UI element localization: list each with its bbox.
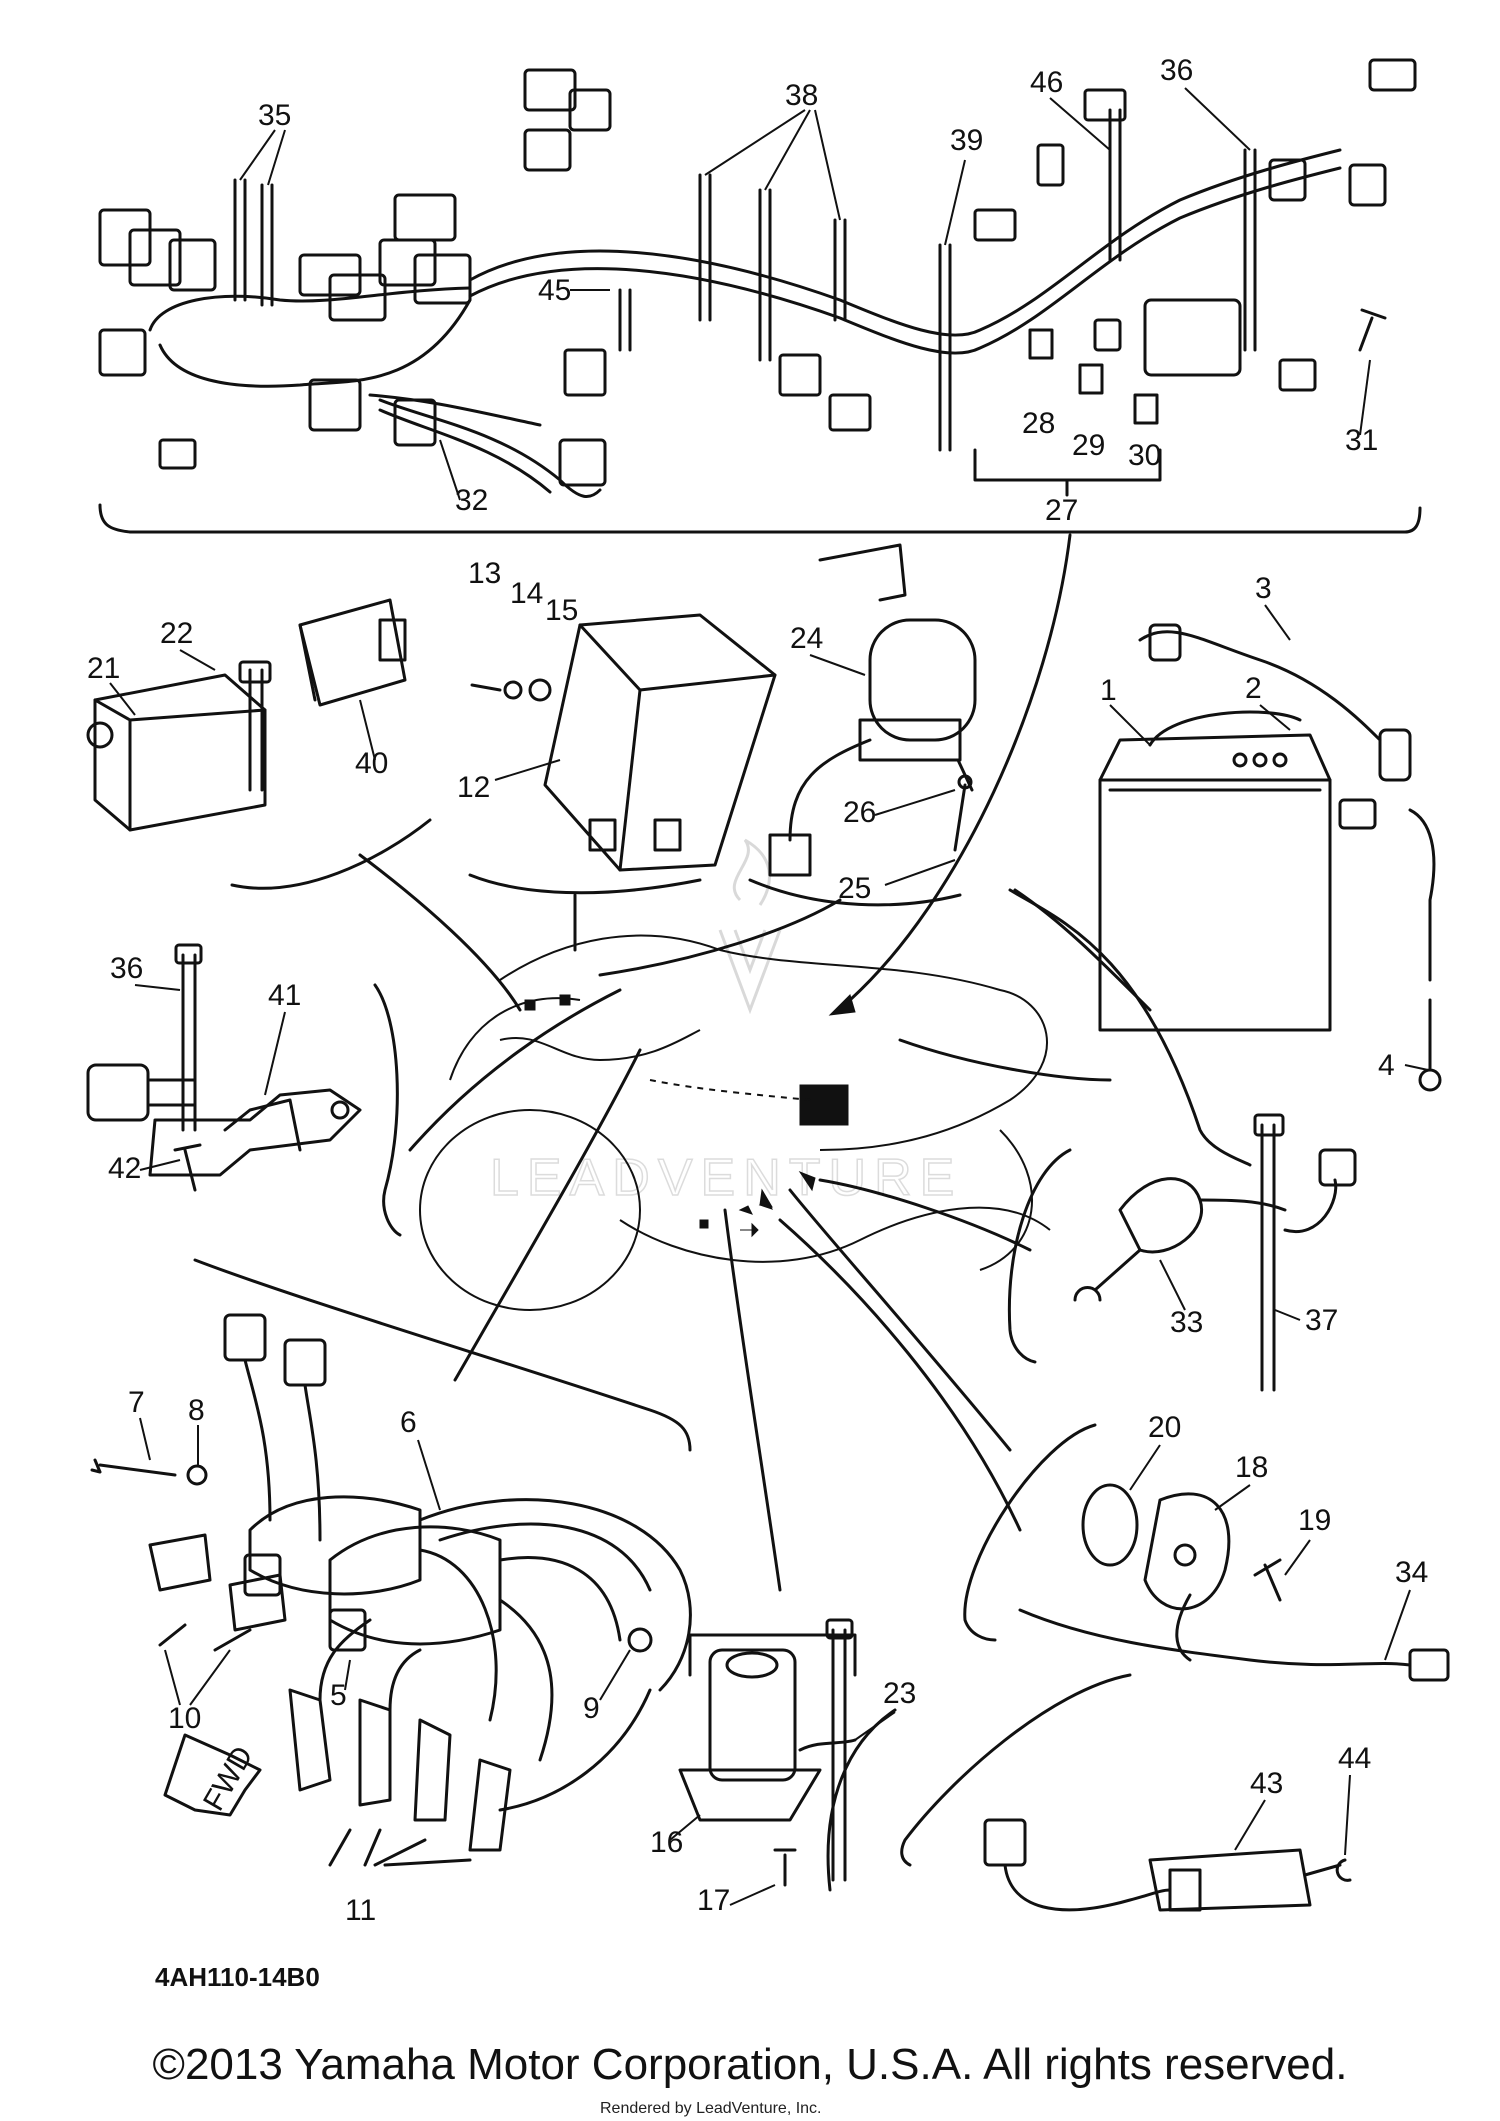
callout-3: 3 (1255, 572, 1272, 605)
callout-2: 2 (1245, 672, 1262, 705)
callout-26: 26 (843, 796, 876, 829)
callout-20: 20 (1148, 1411, 1181, 1444)
motorcycle-silhouette (419, 934, 1051, 1311)
callout-22: 22 (160, 617, 193, 650)
callout-27: 27 (1045, 494, 1078, 527)
callout-9: 9 (583, 1692, 600, 1725)
callout-21: 21 (87, 652, 120, 685)
callout-14: 14 (510, 577, 543, 610)
callout-15: 15 (545, 594, 578, 627)
callout-41: 41 (268, 979, 301, 1012)
main-switch-group (748, 543, 977, 907)
callout-23: 23 (883, 1677, 916, 1710)
wire-harness-group (98, 58, 1422, 534)
callout-28: 28 (1022, 407, 1055, 440)
leader-lines (358, 533, 1152, 1592)
callout-25: 25 (838, 872, 871, 905)
callout-5: 5 (330, 1679, 347, 1712)
callout-36-left: 36 (110, 952, 143, 985)
callout-19: 19 (1298, 1504, 1331, 1537)
neutral-switch-group (900, 1673, 1352, 1912)
watermark-text: LEADVENTURE (490, 1149, 962, 1207)
ignition-coil-group (90, 1258, 692, 1867)
callout-30: 30 (1128, 439, 1161, 472)
igniter-group (468, 613, 777, 895)
callout-34: 34 (1395, 1556, 1428, 1589)
callout-44: 44 (1338, 1742, 1371, 1775)
callout-1: 1 (1100, 674, 1117, 707)
callout-16: 16 (650, 1826, 683, 1859)
callout-45: 45 (538, 274, 571, 307)
battery-group (1008, 623, 1442, 1167)
callout-11: 11 (345, 1894, 376, 1927)
callout-12: 12 (457, 771, 490, 804)
callout-4: 4 (1378, 1049, 1395, 1082)
callout-labels: 1 2 3 4 5 6 7 8 9 10 11 12 13 14 15 16 1… (87, 54, 1428, 1927)
callout-24: 24 (790, 622, 823, 655)
callout-36-top: 36 (1160, 54, 1193, 87)
callout-29: 29 (1072, 429, 1105, 462)
callout-39: 39 (950, 124, 983, 157)
callout-leaders (109, 87, 1429, 1906)
bracket-group (86, 943, 402, 1237)
callout-17: 17 (697, 1884, 730, 1917)
regulator-group (86, 598, 432, 890)
sensor-group (1007, 1113, 1357, 1392)
callout-7: 7 (128, 1386, 145, 1419)
callout-18: 18 (1235, 1451, 1268, 1484)
callout-33: 33 (1170, 1306, 1203, 1339)
callout-46: 46 (1030, 66, 1063, 99)
callout-35: 35 (258, 99, 291, 132)
starter-relay-group (678, 1618, 897, 1892)
fwd-label: FWD (197, 1741, 260, 1817)
callout-8: 8 (188, 1394, 205, 1427)
copyright-notice: ©2013 Yamaha Motor Corporation, U.S.A. A… (152, 2040, 1348, 2089)
callout-40: 40 (355, 747, 388, 780)
callout-32: 32 (455, 484, 488, 517)
callout-13: 13 (468, 557, 501, 590)
callout-10: 10 (168, 1702, 201, 1735)
callout-37: 37 (1305, 1304, 1338, 1337)
diagram-code: 4AH110-14B0 (155, 1962, 320, 1992)
callout-42: 42 (108, 1152, 141, 1185)
speed-sensor-group (963, 1423, 1450, 1682)
callout-43: 43 (1250, 1767, 1283, 1800)
callout-6: 6 (400, 1406, 417, 1439)
callout-38: 38 (785, 79, 818, 112)
rendered-by-text: Rendered by LeadVenture, Inc. (600, 2100, 822, 2117)
